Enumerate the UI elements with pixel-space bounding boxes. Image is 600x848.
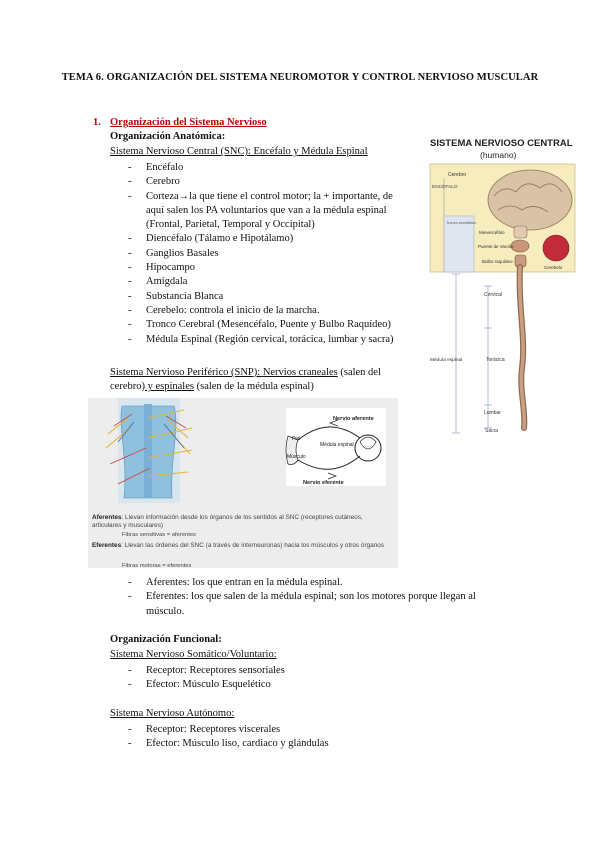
label-encefalo: ENCÉFALO bbox=[432, 183, 458, 190]
label-mesencefalo: Mesencéfalo bbox=[479, 230, 505, 235]
list-item: Aferentes: los que entran en la médula e… bbox=[128, 576, 488, 591]
snc-list: Encéfalo Cerebro Corteza→la que tiene el… bbox=[128, 161, 410, 347]
list-item: Corteza→la que tiene el control motor; l… bbox=[128, 190, 410, 233]
list-item: Receptor: Receptores viscerales bbox=[128, 723, 428, 738]
label-sacra: Sacra bbox=[485, 428, 498, 434]
snc-diagram: SISTEMA NERVIOSO CENTRAL (humano) ENCÉFA… bbox=[429, 138, 576, 434]
list-item: Efector: Músculo liso, cardiaco y glándu… bbox=[128, 737, 428, 752]
eferentes-label: Eferentes bbox=[92, 542, 122, 549]
label-toracica: Torácica bbox=[486, 357, 505, 363]
snc-figure: SISTEMA NERVIOSO CENTRAL (humano) ENCÉFA… bbox=[422, 128, 582, 438]
list-item: Receptor: Receptores sensoriales bbox=[128, 664, 428, 679]
anatomica-heading: Organización Anatómica: bbox=[110, 131, 226, 142]
list-item: Cerebro bbox=[128, 175, 410, 190]
funcional-heading: Organización Funcional: bbox=[110, 634, 222, 645]
list-item: Eferentes: los que salen de la médula es… bbox=[128, 590, 488, 619]
list-item: Encéfalo bbox=[128, 161, 410, 176]
eferentes-caption: Eferentes: Llevan las órdenes del SNC (a… bbox=[92, 542, 392, 550]
label-medula-espinal: Médula espinal bbox=[320, 442, 354, 448]
label-musculo: Músculo bbox=[287, 454, 306, 460]
snp-line2: cerebro) bbox=[110, 381, 145, 393]
section-heading: 1. Organización del Sistema Nervioso bbox=[93, 117, 267, 128]
snp-list: Aferentes: los que entran en la médula e… bbox=[128, 576, 488, 619]
label-bulbo: Bulbo raquídeo bbox=[482, 259, 513, 264]
label-cerebelo: Cerebelo bbox=[544, 265, 563, 270]
snp-prefix: Sistema Nervioso Periférico (SNP): bbox=[110, 367, 263, 378]
snc-heading: Sistema Nervioso Central (SNC): Encéfalo… bbox=[110, 146, 368, 157]
label-cerebro: Cerebro bbox=[448, 172, 466, 178]
list-item: Cerebelo: controla el inicio de la march… bbox=[128, 304, 410, 319]
snp-espinales: y espinales bbox=[144, 381, 194, 393]
document-title: TEMA 6. ORGANIZACIÓN DEL SISTEMA NEUROMO… bbox=[61, 72, 539, 83]
label-piel: Piel bbox=[292, 436, 300, 442]
label-puente: Puente de Varolio bbox=[478, 244, 514, 249]
list-item: Médula Espinal (Región cervical, torácic… bbox=[128, 333, 410, 348]
snp-mid: (salen del bbox=[337, 367, 381, 378]
label-lumbar: Lumbar bbox=[484, 410, 501, 416]
label-nervio-eferente: Nervio eferente bbox=[303, 480, 344, 486]
section-title: Organización del Sistema Nervioso bbox=[110, 117, 267, 128]
aferentes-label: Aferentes bbox=[92, 514, 122, 521]
snp-craneales: Nervios craneales bbox=[262, 367, 338, 378]
list-item: Tronco Cerebral (Mesencéfalo, Puente y B… bbox=[128, 318, 410, 333]
label-tronco: Tronco encefálico bbox=[446, 221, 476, 225]
snp-paragraph: Sistema Nervioso Periférico (SNP): Nervi… bbox=[110, 366, 405, 395]
snp-end: (salen de la médula espinal) bbox=[193, 381, 314, 393]
list-item: Ganglios Basales bbox=[128, 247, 410, 262]
list-item: Efector: Músculo Esquelético bbox=[128, 678, 428, 693]
fig-title: SISTEMA NERVIOSO CENTRAL bbox=[430, 138, 573, 149]
somatico-list: Receptor: Receptores sensoriales Efector… bbox=[128, 664, 428, 693]
eferentes-text: : Llevan las órdenes del SNC (a través d… bbox=[121, 542, 385, 549]
list-item: Hipocampo bbox=[128, 261, 410, 276]
snp-figure: Nervio aferente Nervio eferente Piel Mús… bbox=[88, 398, 398, 568]
list-item: Substancia Blanca bbox=[128, 290, 410, 305]
fibras-motoras: Fibras motoras = eferentes bbox=[122, 563, 192, 569]
aferentes-text: : Llevan información desde los órganos d… bbox=[92, 514, 363, 529]
section-number: 1. bbox=[93, 117, 101, 128]
label-nervio-aferente: Nervio aferente bbox=[333, 416, 374, 422]
list-item: Diencéfalo (Tálamo e Hipotálamo) bbox=[128, 232, 410, 247]
autonomo-heading: Sistema Nervioso Autónomo: bbox=[110, 708, 235, 719]
fig-subtitle: (humano) bbox=[480, 150, 517, 160]
list-item: Amígdala bbox=[128, 275, 410, 290]
snp-diagram: Nervio aferente Nervio eferente Piel Mús… bbox=[105, 398, 386, 503]
autonomo-list: Receptor: Receptores viscerales Efector:… bbox=[128, 723, 428, 752]
label-cervical: Cervical bbox=[484, 292, 502, 298]
somatico-heading: Sistema Nervioso Somático/Voluntario: bbox=[110, 649, 277, 660]
aferentes-caption: Aferentes: Llevan información desde los … bbox=[92, 514, 392, 530]
fibras-sensitivas: Fibras sensitivas = aferentes bbox=[122, 532, 196, 538]
label-medula: Médula espinal bbox=[430, 357, 462, 363]
